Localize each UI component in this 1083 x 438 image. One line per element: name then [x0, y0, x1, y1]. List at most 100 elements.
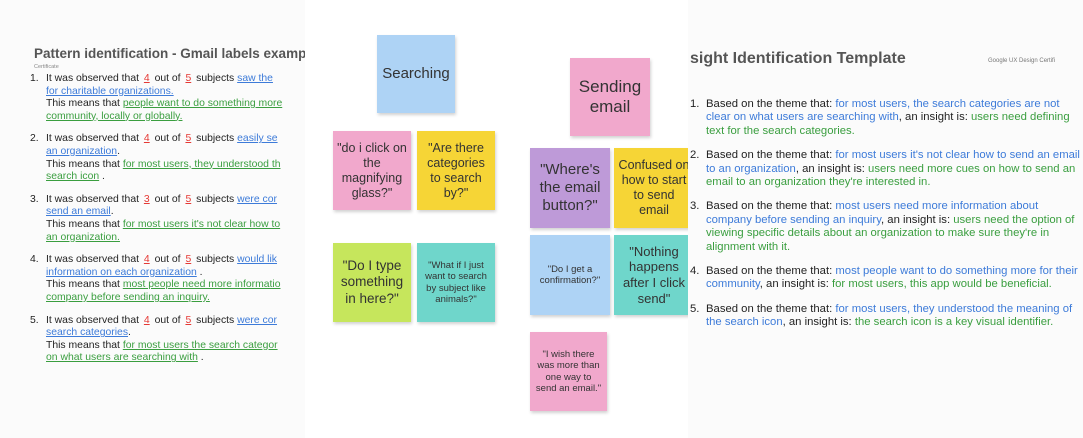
total-value: 5 [185, 254, 192, 266]
sticky-note-sending-email: Sending email [570, 58, 650, 136]
count-value: 4 [143, 133, 150, 145]
meaning-text-cont: community, locally or globally. [46, 110, 183, 122]
insight-lead: Based on the theme that: [706, 149, 833, 162]
sticky-note-nothing-happens: "Nothing happens after I click send" [614, 235, 694, 315]
sticky-note-search-by-subject: "What if I just want to search by subjec… [417, 243, 495, 322]
insight-item: 4. Based on the theme that: most people w… [690, 265, 1083, 292]
observation-text: were cor [237, 314, 277, 326]
item-number: 5. [690, 302, 700, 315]
count-value: 4 [143, 254, 150, 266]
sticky-note-searching: Searching [377, 35, 455, 113]
out-of-text: out of [154, 73, 181, 84]
observation-text-cont: search categories [46, 327, 129, 339]
observation-item: 1. It was observed that 4 out of 5 subje… [30, 73, 305, 123]
meaning-text-cont: on what users are searching with [46, 352, 198, 364]
insight-theme: most people want to do something more fo… [706, 265, 1078, 291]
item-number: 4. [30, 254, 39, 266]
sticky-note-confirmation: "Do I get a confirmation?" [530, 235, 610, 315]
item-number: 2. [690, 149, 700, 162]
item-number: 2. [30, 133, 39, 145]
insight-connector: , an insight is: [881, 213, 951, 226]
item-number: 4. [690, 265, 700, 278]
insight-list: 1. Based on the theme that: for most user… [690, 98, 1083, 341]
meaning-text-cont: an organization. [46, 231, 120, 243]
insight-theme: for most users, they understood the mean… [706, 302, 1073, 329]
insight-item: 1.Based on the theme that: for most user… [690, 98, 1083, 138]
meaning-text-cont: company before sending an inquiry. [46, 291, 210, 303]
item-number: 1. [690, 98, 700, 110]
sticky-note-categories: "Are there categories to search by?" [417, 131, 495, 210]
insight-text: users need more cues on how to send an e… [706, 162, 1076, 189]
observation-text: saw the [237, 73, 273, 84]
observation-text: easily se [237, 133, 278, 145]
out-of-text: out of [154, 254, 181, 266]
out-of-text: out of [154, 314, 181, 326]
insight-connector: , an insight is: [782, 316, 852, 329]
observation-lead: It was observed that [46, 133, 139, 145]
insight-item: 2. Based on the theme that: for most user… [690, 149, 1083, 189]
sticky-note-more-ways: "I wish there was more than one way to s… [530, 332, 607, 411]
subjects-text: subjects [196, 193, 235, 205]
insight-text: users need defining text for the search … [706, 111, 1070, 137]
subjects-text: subjects [196, 73, 235, 84]
count-value: 4 [143, 73, 150, 84]
insight-theme: for most users it's not clear how to sen… [706, 149, 1080, 175]
insight-theme: most users need more information about c… [706, 200, 1039, 226]
meaning-text: for most users the search categor [122, 339, 278, 351]
insight-item: 3.Based on the theme that: most users ne… [690, 200, 1083, 254]
observation-lead: It was observed that [46, 314, 139, 326]
observation-text-cont: send an email [46, 206, 111, 218]
meaning-text: people want to do something more [122, 98, 283, 110]
out-of-text: out of [154, 133, 181, 145]
item-number: 5. [30, 314, 39, 326]
observation-item: 4. It was observed that 4 out of 5 subje… [30, 254, 281, 303]
insight-text: users need the option of viewing specifi… [706, 213, 1075, 253]
total-value: 5 [185, 314, 192, 326]
insight-connector: , an insight is: [795, 162, 865, 175]
observation-item: 3. It was observed that 3 out of 5 subje… [30, 193, 281, 243]
sticky-note-magnifying-glass: "do i click on the magnifying glass?" [333, 131, 411, 210]
insight-lead: Based on the theme that: [706, 302, 833, 315]
brand-label: Google UX Design Certifi [988, 58, 1056, 64]
total-value: 5 [185, 193, 192, 205]
insight-identification-panel: sight Identification Template Google UX … [688, 0, 1083, 438]
total-value: 5 [185, 73, 192, 84]
observation-text: would lik [237, 254, 277, 266]
count-value: 4 [143, 314, 150, 326]
panel-title: Pattern identification - Gmail labels ex… [34, 46, 305, 61]
meaning-text: most people need more informatio [122, 279, 281, 291]
insight-connector: , an insight is: [759, 278, 829, 291]
sticky-note-email-button: "Where's the email button?" [530, 148, 610, 228]
insight-theme: for most users, the search categories ar… [706, 98, 1060, 124]
observation-lead: It was observed that [46, 73, 139, 84]
means-text: This means that [46, 98, 120, 110]
observation-text-cont: information on each organization [46, 266, 197, 278]
insight-text: for most users, this app would be benefi… [832, 278, 1052, 291]
observation-item: 5. It was observed that 4 out of 5 subje… [30, 314, 278, 364]
means-text: This means that [46, 158, 120, 170]
observation-text: were cor [237, 193, 277, 205]
observation-text-cont: for charitable organizations. [46, 85, 174, 97]
item-number: 1. [30, 73, 39, 84]
observation-lead: It was observed that [46, 254, 139, 266]
meaning-text-cont: search icon [46, 171, 100, 183]
panel-subtitle: Certificate [34, 64, 59, 70]
subjects-text: subjects [196, 254, 235, 266]
observation-list: 1. It was observed that 4 out of 5 subje… [30, 73, 305, 375]
observation-lead: It was observed that [46, 193, 139, 205]
insight-item: 5. Based on the theme that: for most user… [690, 302, 1083, 330]
means-text: This means that [46, 339, 120, 351]
pattern-identification-panel: Pattern identification - Gmail labels ex… [0, 0, 305, 438]
insight-lead: Based on the theme that: [706, 200, 833, 213]
count-value: 3 [143, 193, 150, 205]
out-of-text: out of [154, 193, 181, 205]
observation-text-cont: an organization [46, 145, 118, 157]
sticky-note-type-here: "Do I type something in here?" [333, 243, 411, 322]
panel-title: sight Identification Template [690, 50, 906, 67]
means-text: This means that [46, 279, 120, 291]
insight-lead: Based on the theme that: [706, 265, 833, 278]
insight-text: the search icon is a key visual identifi… [854, 316, 1054, 329]
subjects-text: subjects [196, 314, 235, 326]
meaning-text: for most users, they understood th [122, 158, 281, 170]
observation-item: 2. It was observed that 4 out of 5 subje… [30, 133, 281, 183]
